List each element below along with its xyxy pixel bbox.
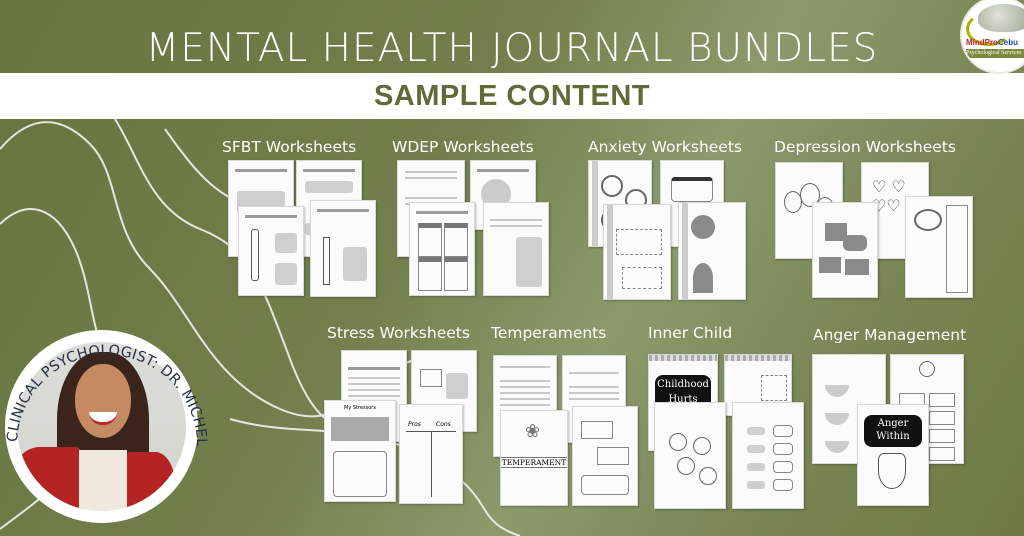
worksheet-page bbox=[238, 206, 304, 296]
section-title-inner-child: Inner Child bbox=[648, 324, 733, 342]
portrait-photo bbox=[17, 342, 186, 511]
tree-icon bbox=[978, 4, 1024, 32]
worksheet-page bbox=[812, 202, 878, 298]
worksheet-page bbox=[732, 402, 804, 509]
worksheet-page: My Stressors bbox=[324, 400, 396, 502]
psychologist-portrait bbox=[5, 330, 198, 523]
subtitle-text: SAMPLE CONTENT bbox=[373, 79, 651, 112]
worksheet-page bbox=[603, 204, 671, 300]
logo-tagline: Psychological Services bbox=[966, 49, 1024, 58]
stressors-label: My Stressors bbox=[344, 405, 376, 411]
worksheet-page bbox=[654, 402, 726, 509]
section-title-temperaments: Temperaments bbox=[491, 324, 607, 342]
cons-label: Cons bbox=[436, 421, 451, 428]
hearts-icon: ♡ ♡♡♡ bbox=[872, 177, 906, 215]
worksheet-page bbox=[483, 202, 549, 296]
worksheet-page bbox=[678, 202, 746, 300]
temperament-cover-title: TEMPERAMENT bbox=[501, 457, 567, 468]
page-title: MENTAL HEALTH JOURNAL BUNDLES bbox=[145, 26, 879, 71]
portrait-caption-ring: CLINICAL PSYCHOLOGIST: DR. MICHELLE ABEL… bbox=[0, 310, 209, 447]
section-title-depression: Depression Worksheets bbox=[774, 138, 956, 156]
section-title-anger: Anger Management bbox=[813, 326, 967, 344]
worksheet-page bbox=[310, 200, 376, 297]
worksheet-page bbox=[409, 202, 475, 296]
portrait-caption: CLINICAL PSYCHOLOGIST: DR. MICHELLE ABEL… bbox=[0, 310, 209, 447]
section-title-stress: Stress Worksheets bbox=[327, 324, 470, 342]
section-title-sfbt: SFBT Worksheets bbox=[222, 138, 357, 156]
section-title-wdep: WDEP Worksheets bbox=[392, 138, 534, 156]
worksheet-page: Pros Cons bbox=[399, 404, 463, 504]
logo-brand: MindProCebu bbox=[966, 38, 1018, 47]
svg-text:CLINICAL PSYCHOLOGIST: DR. MIC: CLINICAL PSYCHOLOGIST: DR. MICHELLE ABEL… bbox=[0, 310, 209, 447]
logo-arc-icon bbox=[966, 12, 1012, 46]
subtitle-banner: SAMPLE CONTENT bbox=[0, 73, 1024, 119]
mindprocebu-logo[interactable]: MindProCebu Psychological Services bbox=[960, 0, 1024, 74]
worksheet-page bbox=[905, 196, 973, 298]
pros-label: Pros bbox=[408, 421, 421, 428]
worksheet-page: ❀ TEMPERAMENT bbox=[500, 410, 568, 506]
section-title-anxiety: Anxiety Worksheets bbox=[588, 138, 742, 156]
thermometer-icon bbox=[251, 229, 259, 281]
flower-icon: ❀ bbox=[525, 421, 541, 442]
worksheet-page bbox=[572, 406, 638, 506]
arrow-scale-icon bbox=[323, 237, 330, 285]
angry-mask-icon bbox=[878, 453, 906, 489]
